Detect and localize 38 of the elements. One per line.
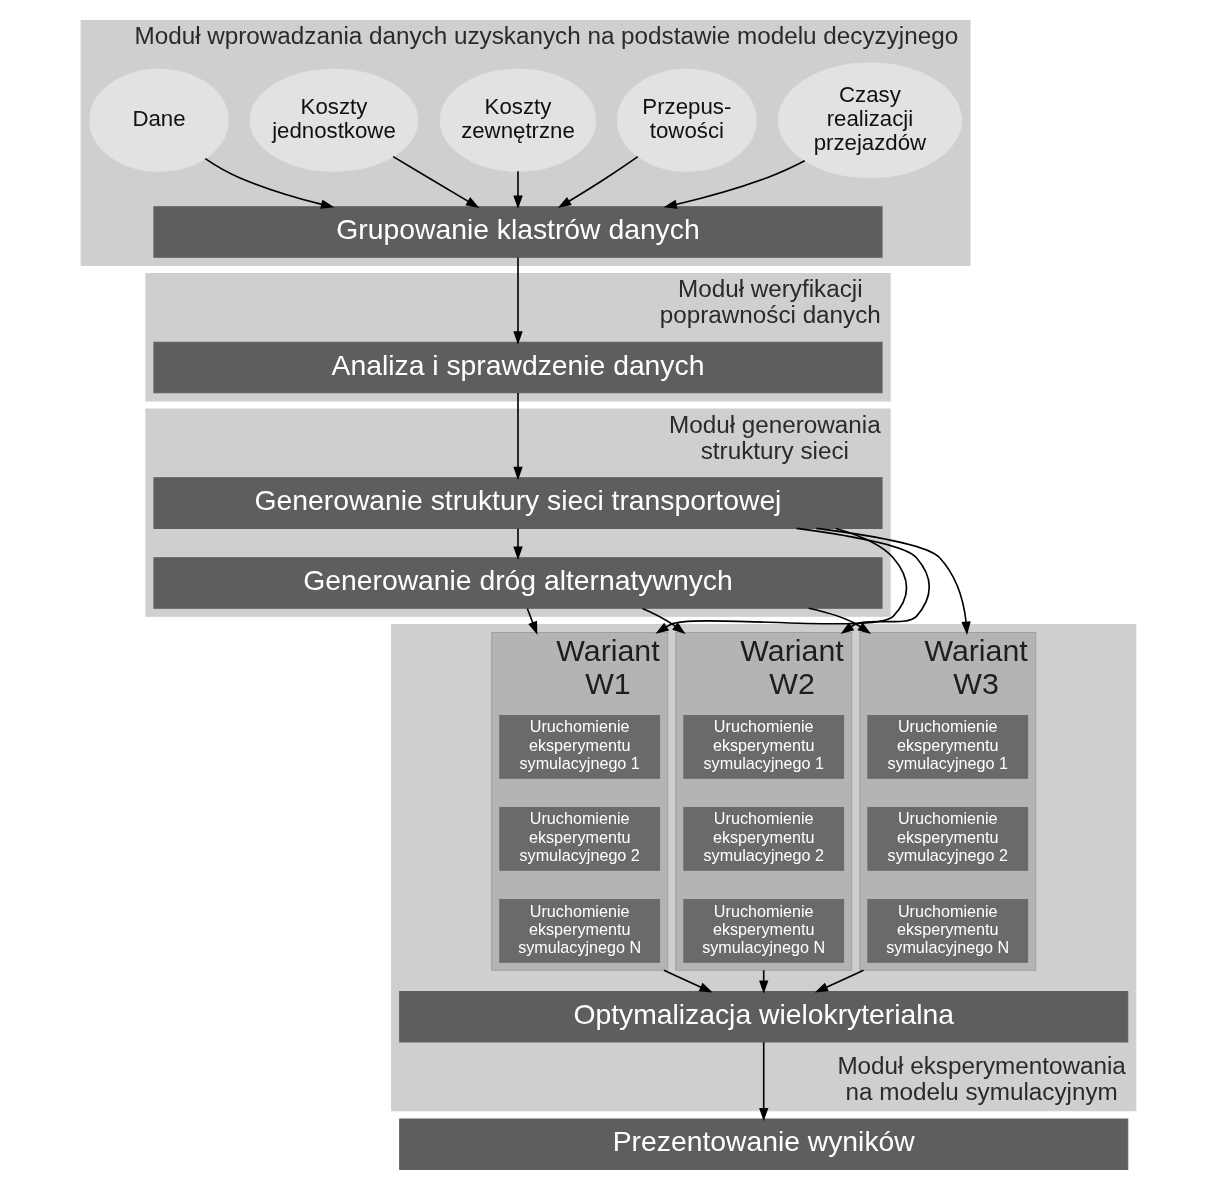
node-ellipse: Koszty zewnętrzne	[439, 68, 597, 172]
node-box: Uruchomienie eksperymentu symulacyjnego N	[867, 899, 1029, 963]
arrow	[641, 607, 686, 634]
node-box: Uruchomienie eksperymentu symulacyjnego N	[499, 899, 661, 963]
arrow	[814, 969, 865, 993]
arrow	[557, 155, 639, 208]
arrow	[759, 1041, 769, 1122]
node-box: Uruchomienie eksperymentu symulacyjnego 2	[499, 806, 661, 871]
node-ellipse: Czasy realizacji przejazdów	[777, 62, 962, 179]
node-box: Grupowanie klastrów danych	[153, 206, 883, 258]
arrow	[815, 527, 971, 635]
arrow	[513, 256, 523, 345]
node-box: Uruchomienie eksperymentu symulacyjnego 2	[683, 806, 845, 871]
arrow	[663, 159, 806, 209]
node-box: Uruchomienie eksperymentu symulacyjnego 2	[867, 806, 1029, 871]
node-box: Uruchomienie eksperymentu symulacyjnego N	[683, 899, 845, 963]
arrow	[513, 527, 523, 560]
node-ellipse: Dane	[89, 68, 229, 172]
node-box: Generowanie struktury sieci transportowej	[153, 477, 883, 529]
node-box: Prezentowanie wyników	[399, 1118, 1129, 1170]
arrow	[392, 155, 480, 208]
node-box: Uruchomienie eksperymentu symulacyjnego 1	[683, 714, 845, 779]
node-box: Uruchomienie eksperymentu symulacyjnego 1	[499, 714, 661, 779]
node-box: Analiza i sprawdzenie danych	[153, 341, 883, 394]
node-box: Uruchomienie eksperymentu symulacyjnego 1	[867, 714, 1029, 779]
arrow	[663, 969, 713, 993]
arrow	[807, 607, 872, 634]
node-box: Generowanie dróg alternatywnych	[153, 557, 883, 609]
node-ellipse: Przepus- towości	[617, 68, 757, 172]
arrow	[795, 527, 931, 634]
node-ellipse: Koszty jednostkowe	[249, 68, 419, 172]
arrow	[513, 170, 523, 209]
arrow	[759, 969, 769, 994]
arrow	[526, 607, 538, 635]
arrow	[204, 157, 335, 209]
node-box: Optymalizacja wielokryterialna	[399, 991, 1129, 1043]
arrow	[655, 527, 908, 634]
arrow	[513, 392, 523, 481]
